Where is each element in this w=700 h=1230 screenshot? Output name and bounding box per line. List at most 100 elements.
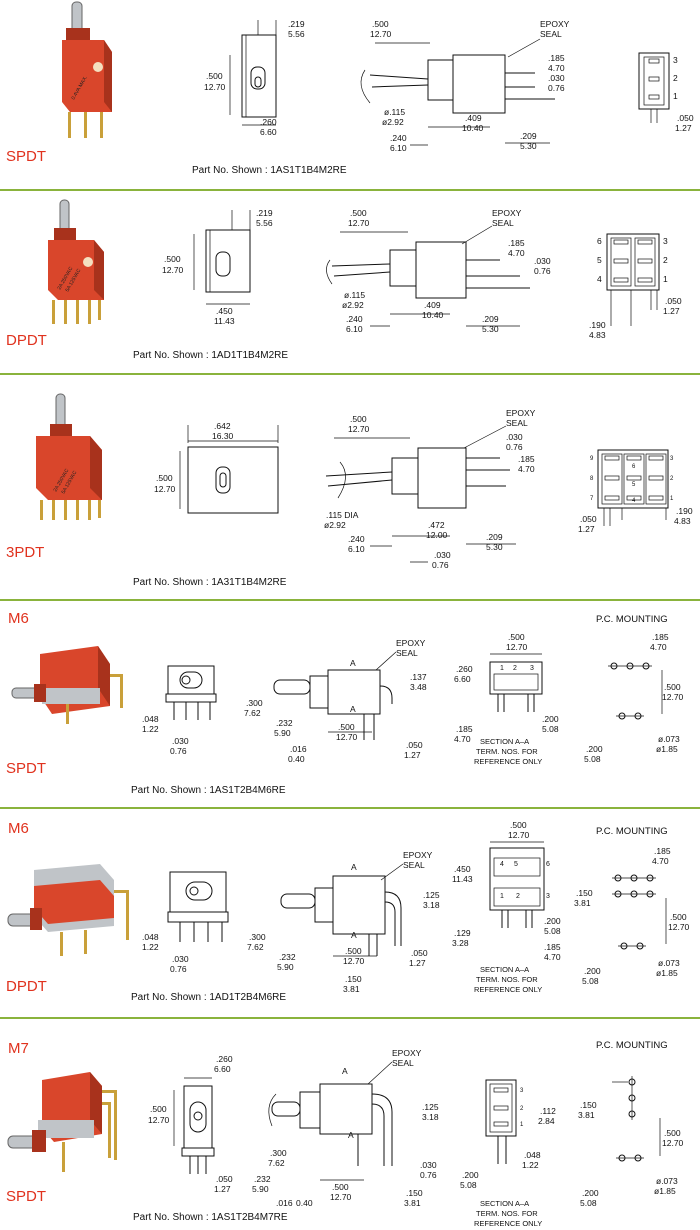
section-m7-spdt: M7 SPDT Part No. Shown : 1AS1T2B4M7RE .2… [0, 1020, 700, 1230]
dim: 1.27 [578, 524, 595, 534]
dim: ø.073 [658, 734, 680, 744]
dim: .185 [652, 632, 669, 642]
dim: SEAL [403, 860, 425, 870]
dim: .129 [454, 928, 471, 938]
section-divider [0, 373, 700, 375]
section-marker: A [342, 1066, 348, 1076]
dim: 11.43 [452, 874, 473, 884]
terminal-number: 7 [590, 496, 594, 502]
dim: EPOXY [492, 208, 522, 218]
dim: SEAL [392, 1058, 414, 1068]
dim: .112 [540, 1106, 556, 1116]
switch-type-label: SPDT [6, 148, 47, 165]
dim: .240 [390, 133, 407, 143]
dim: .500 [350, 414, 367, 424]
switch-type-label: DPDT [6, 978, 47, 995]
terminal-number: 3 [670, 456, 674, 462]
section-caption: REFERENCE ONLY [474, 1219, 542, 1228]
dim: 2.84 [538, 1116, 555, 1126]
dim: 4.70 [544, 952, 561, 962]
section-m6-spdt: M6 SPDT Part No. Shown : 1AS1T2B4M6RE .0… [0, 602, 700, 806]
dim: .137 [410, 672, 427, 682]
dim: 5.08 [460, 1180, 477, 1190]
switch-type-label: SPDT [6, 1188, 47, 1205]
section-marker: A [351, 930, 357, 940]
dim: 0.76 [548, 83, 565, 93]
dim: .500 [345, 946, 362, 956]
terminal-number: 2 [663, 255, 668, 265]
dim: .300 [249, 932, 266, 942]
dim: .185 [456, 724, 473, 734]
front-view-drawing: .048 1.22 .030 0.76 [142, 871, 229, 974]
dim: .050 [406, 740, 423, 750]
section-caption: SECTION A–A [480, 1199, 529, 1208]
dim: EPOXY [506, 408, 536, 418]
section-view-drawing: 3 2 1 .112 2.84 .048 1.22 .200 5.08 SECT… [460, 1079, 556, 1228]
pc-mounting-drawing: .185 4.70 .150 3.81 .500 12.70 ø.073 ø1.… [574, 846, 690, 986]
dim: 12.70 [204, 82, 226, 92]
dim: 3.48 [410, 682, 427, 692]
side-view-drawing: EPOXY SEAL A A .137 3.48 .300 7.62 .232 … [244, 638, 427, 764]
dim: 10.40 [462, 123, 484, 133]
dim: .150 [345, 974, 362, 984]
dim: SEAL [396, 648, 418, 658]
dim: .240 [346, 314, 363, 324]
dim: 12.70 [508, 830, 530, 840]
dim: 4.83 [589, 330, 606, 340]
dim: 0.76 [432, 560, 449, 570]
front-view-drawing: .642 16.30 .500 12.70 [154, 421, 279, 514]
dim: ø.115 [384, 107, 405, 117]
terminal-view-drawing: 6 5 4 3 2 1 .050 1.27 .190 4.83 [589, 233, 682, 340]
dim: 1.27 [663, 306, 680, 316]
dim: .030 [420, 1160, 437, 1170]
section-spdt-1: 0.4VA MAX. SPDT Part No. Shown : 1AS1T1B… [0, 0, 700, 188]
section-caption: REFERENCE ONLY [474, 985, 542, 994]
terminal-number: 1 [500, 893, 504, 900]
section-caption: SECTION A–A [480, 965, 529, 974]
dim: .300 [270, 1148, 287, 1158]
dim: .030 [434, 550, 451, 560]
section-divider [0, 1017, 700, 1019]
dim: .500 [664, 1128, 681, 1138]
section-m6-dpdt: M6 DPDT Part No. Shown : 1AD1T2B4M6RE .0… [0, 810, 700, 1016]
section-marker: A [350, 704, 356, 714]
section-3pdt: 2A 250VAC 5A 125VAC 3PDT Part No. Shown … [0, 376, 700, 598]
dim: 7.62 [244, 708, 261, 718]
dim: .185 [548, 53, 565, 63]
switch-photo-icon [7, 1072, 117, 1172]
terminal-number: 4 [597, 274, 602, 284]
dim: 4.70 [650, 642, 667, 652]
dim: 12.70 [154, 484, 176, 494]
terminal-number: 1 [673, 91, 678, 101]
terminal-number: 3 [546, 893, 550, 900]
dim: .190 [589, 320, 606, 330]
dim: .260 [216, 1054, 233, 1064]
dim: .200 [544, 916, 561, 926]
side-view-drawing: EPOXY SEAL A A .125 3.18 .300 7.62 .232 … [247, 850, 440, 994]
dim: 3.18 [423, 900, 440, 910]
dim: SEAL [540, 29, 562, 39]
part-number: Part No. Shown : 1AS1T2B4M7RE [133, 1212, 288, 1223]
dim: .190 [676, 506, 693, 516]
dim: 12.70 [348, 218, 370, 228]
dim: .185 [544, 942, 561, 952]
dim: 12.70 [162, 265, 184, 275]
terminal-number: 2 [513, 665, 517, 672]
dim: .125 [422, 1102, 439, 1112]
terminal-number: 2 [670, 476, 674, 482]
side-view-drawing: .500 12.70 EPOXY SEAL .185 4.70 .030 0.7… [326, 208, 551, 334]
dim: .016 [276, 1198, 293, 1208]
dim: ø.115 [344, 290, 365, 300]
dim: ø2.92 [382, 117, 404, 127]
dim: 16.30 [212, 431, 234, 441]
dim: 12.70 [668, 922, 690, 932]
dim: .125 [423, 890, 440, 900]
dim: 1.22 [522, 1160, 539, 1170]
section-caption: REFERENCE ONLY [474, 757, 542, 766]
dim: 6.10 [348, 544, 365, 554]
dim: 5.30 [482, 324, 499, 334]
dim: 7.62 [268, 1158, 285, 1168]
dim: .050 [580, 514, 597, 524]
dim: 5.90 [277, 962, 294, 972]
section-caption: SECTION A–A [480, 737, 529, 746]
